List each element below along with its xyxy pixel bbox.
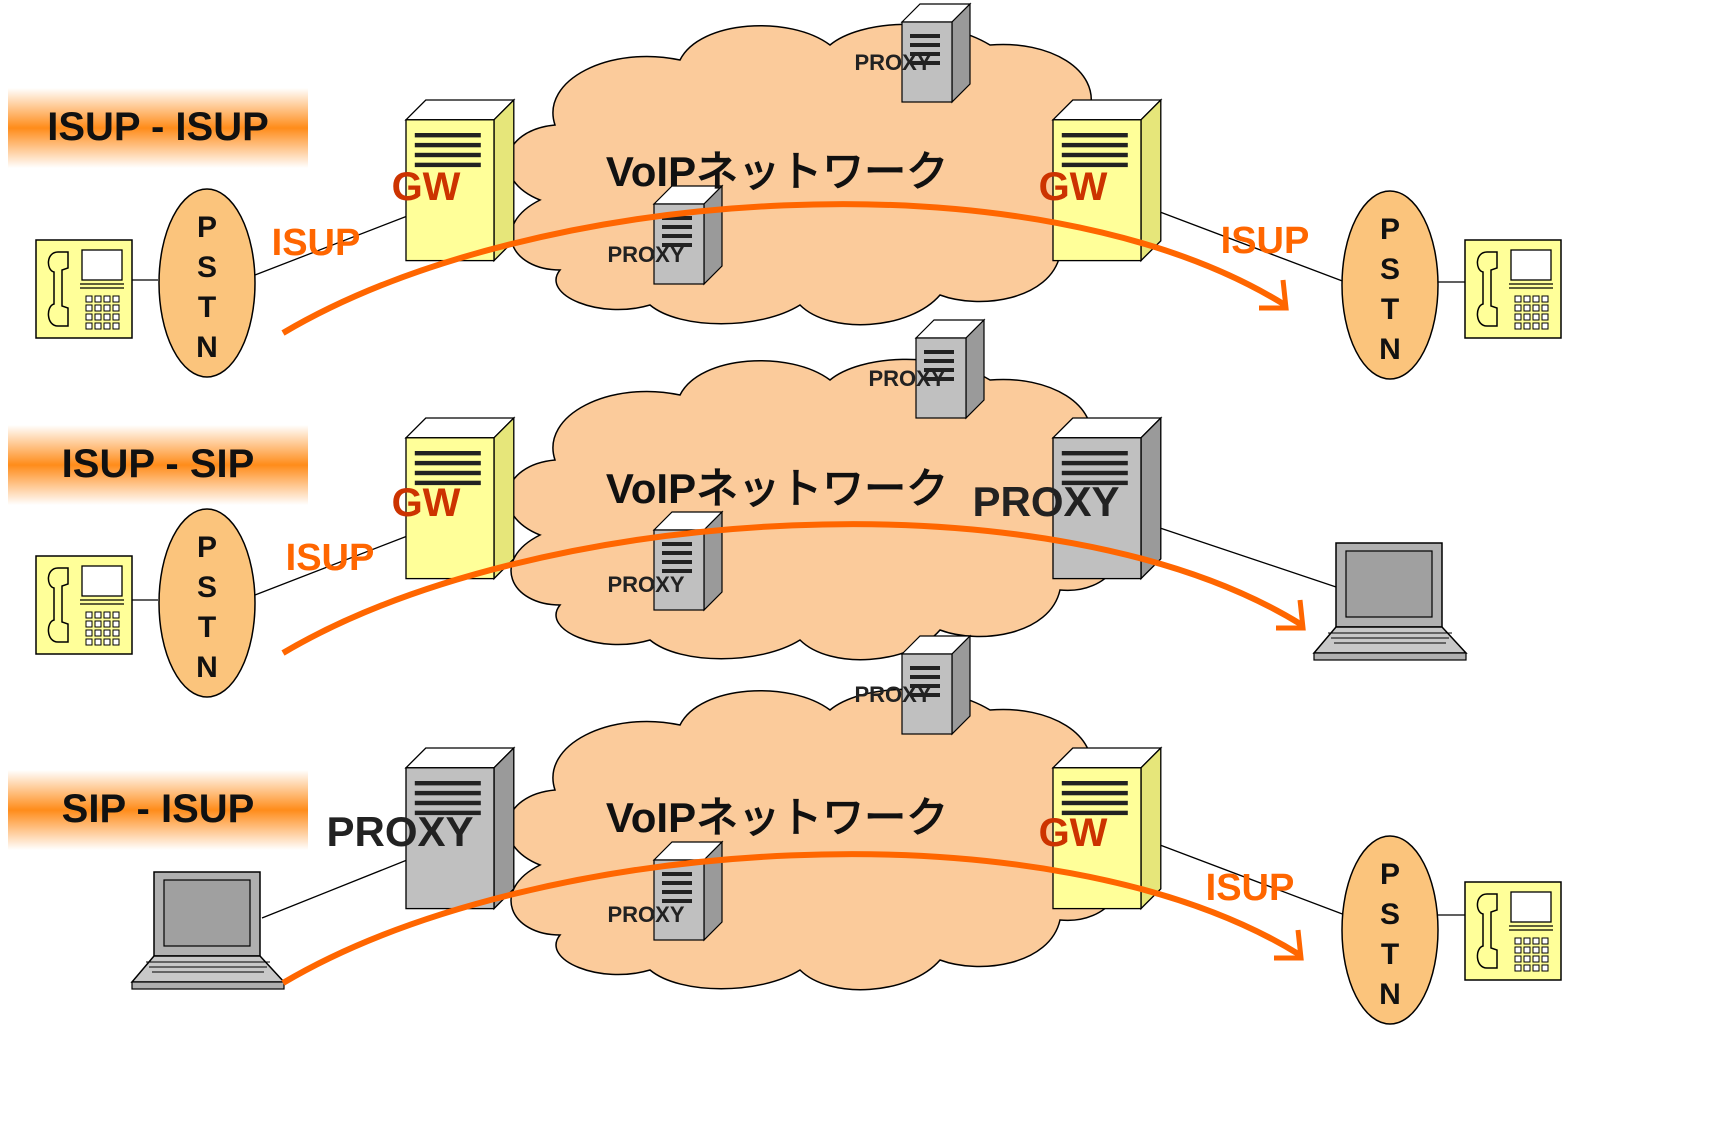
- scenario-label: ISUP - SIP: [62, 442, 255, 486]
- pstn-letter: P: [197, 531, 217, 564]
- gw-label: GW: [392, 481, 461, 525]
- proxy-server-icon: [652, 510, 724, 612]
- proxy-label: PROXY: [326, 808, 473, 855]
- scenario-label: ISUP - ISUP: [47, 105, 269, 149]
- scenario-label-band: [8, 770, 308, 850]
- proxy-server-icon: [404, 746, 516, 911]
- proxy-small-label: PROXY: [854, 50, 931, 75]
- pstn-letter: P: [1380, 213, 1400, 246]
- phone-icon: [1464, 881, 1562, 981]
- pstn-letter: N: [1379, 978, 1401, 1011]
- call-flow-arrow: [281, 851, 1302, 986]
- scenario-label-band: [8, 425, 308, 505]
- proxy-small-label: PROXY: [868, 366, 945, 391]
- proxy-server-icon: [652, 840, 724, 942]
- phone-icon: [35, 555, 133, 655]
- gw-label: GW: [1039, 811, 1108, 855]
- link-line: [1159, 211, 1346, 283]
- link-line: [254, 534, 411, 596]
- pstn-letter: T: [1381, 293, 1399, 326]
- proxy-small-label: PROXY: [607, 902, 684, 927]
- proxy-small-label: PROXY: [607, 572, 684, 597]
- scenario-label: SIP - ISUP: [62, 787, 255, 831]
- pstn-letter: S: [1380, 898, 1400, 931]
- pstn-letter: N: [1379, 333, 1401, 366]
- network-label: VoIPネットワーク: [606, 465, 948, 512]
- isup-label: ISUP: [286, 537, 375, 579]
- call-flow-arrow: [281, 201, 1287, 336]
- scenario-label-band: [8, 88, 308, 168]
- arrow-head: [1259, 279, 1289, 311]
- network-label: VoIPネットワーク: [606, 148, 948, 195]
- pstn-letter: S: [1380, 253, 1400, 286]
- proxy-server-icon: [900, 634, 972, 736]
- pstn-letter: N: [196, 651, 218, 684]
- isup-label: ISUP: [1221, 220, 1310, 262]
- proxy-label: PROXY: [972, 478, 1119, 525]
- link-line: [261, 857, 413, 919]
- gateway-server-icon: [404, 416, 516, 581]
- isup-label: ISUP: [272, 222, 361, 264]
- arrow-head: [1276, 599, 1306, 631]
- pstn-letter: P: [197, 211, 217, 244]
- arrow-head: [1274, 929, 1304, 961]
- phone-icon: [35, 239, 133, 339]
- link-line: [1159, 527, 1346, 591]
- pstn-letter: S: [197, 251, 217, 284]
- proxy-server-icon: [652, 184, 724, 286]
- pstn-letter: T: [198, 291, 216, 324]
- network-label: VoIPネットワーク: [606, 794, 948, 841]
- pstn-letter: N: [196, 331, 218, 364]
- link-line: [1159, 844, 1346, 916]
- laptop-icon: [130, 871, 286, 990]
- call-flow-arrow: [281, 521, 1304, 656]
- laptop-icon: [1312, 542, 1468, 661]
- pstn-letter: S: [197, 571, 217, 604]
- isup-label: ISUP: [1206, 867, 1295, 909]
- pstn-letter: T: [198, 611, 216, 644]
- gw-label: GW: [1039, 165, 1108, 209]
- gw-label: GW: [392, 165, 461, 209]
- pstn-letter: P: [1380, 858, 1400, 891]
- pstn-letter: T: [1381, 938, 1399, 971]
- link-line: [254, 214, 411, 276]
- proxy-small-label: PROXY: [854, 682, 931, 707]
- proxy-server-icon: [900, 2, 972, 104]
- proxy-server-icon: [914, 318, 986, 420]
- phone-icon: [1464, 239, 1562, 339]
- gateway-server-icon: [1051, 746, 1163, 911]
- proxy-small-label: PROXY: [607, 242, 684, 267]
